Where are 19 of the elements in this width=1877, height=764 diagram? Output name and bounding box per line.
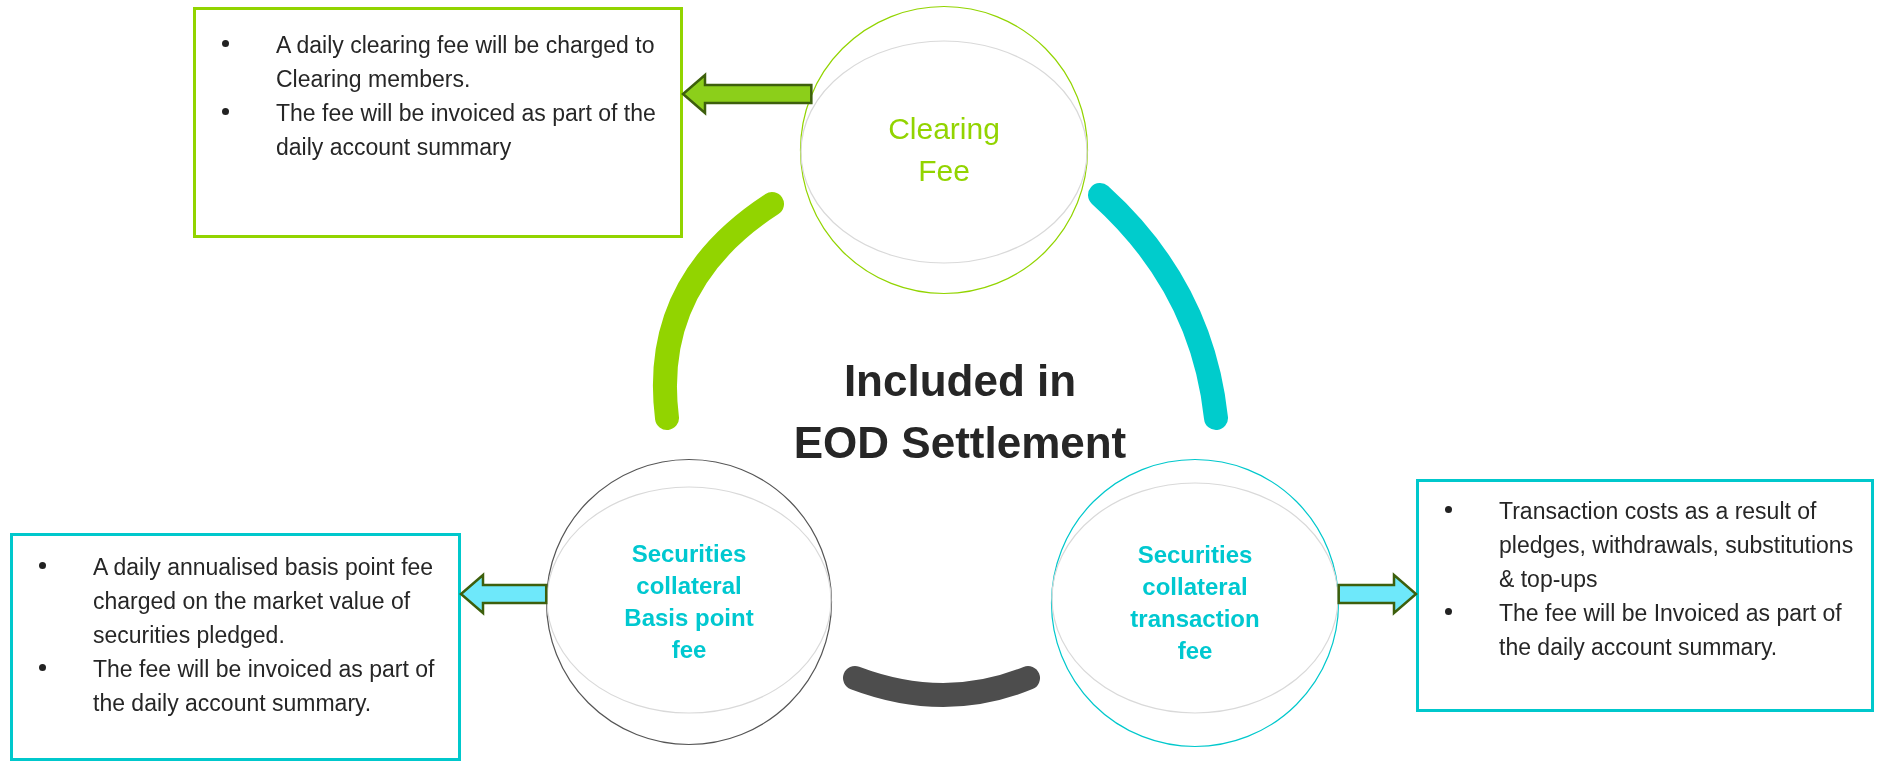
fee-circle (1051, 459, 1339, 747)
bullet-text: A daily clearing fee will be charged to Clearing members. (276, 31, 656, 94)
bullet-text: A daily annualised basis point fee charged on the market value of securities pledged. (93, 553, 435, 650)
circle-label: Securities collateral transaction fee (1129, 540, 1261, 666)
fee-circle (800, 6, 1088, 294)
center-heading: Included in EOD Settlement (792, 355, 1128, 469)
block-arrow (459, 572, 548, 616)
text-box (193, 7, 683, 238)
block-arrow (681, 72, 813, 116)
bullet-text: The fee will be invoiced as part of the daily account summary (276, 99, 657, 162)
circle-label: Clearing Fee (887, 111, 1001, 189)
block-arrow (1337, 572, 1418, 616)
bullet-text: The fee will be invoiced as part of the daily account summary. (93, 655, 436, 718)
circle-label: Securities collateral Basis point fee (623, 539, 755, 665)
text-box (10, 533, 461, 761)
text-box (1416, 479, 1874, 712)
fee-circle (546, 459, 832, 745)
bullet-text: The fee will be Invoiced as part of the daily account summary. (1499, 599, 1843, 662)
bullet-text: Transaction costs as a result of pledges, withdrawals, substitutions & top-ups (1499, 497, 1855, 594)
